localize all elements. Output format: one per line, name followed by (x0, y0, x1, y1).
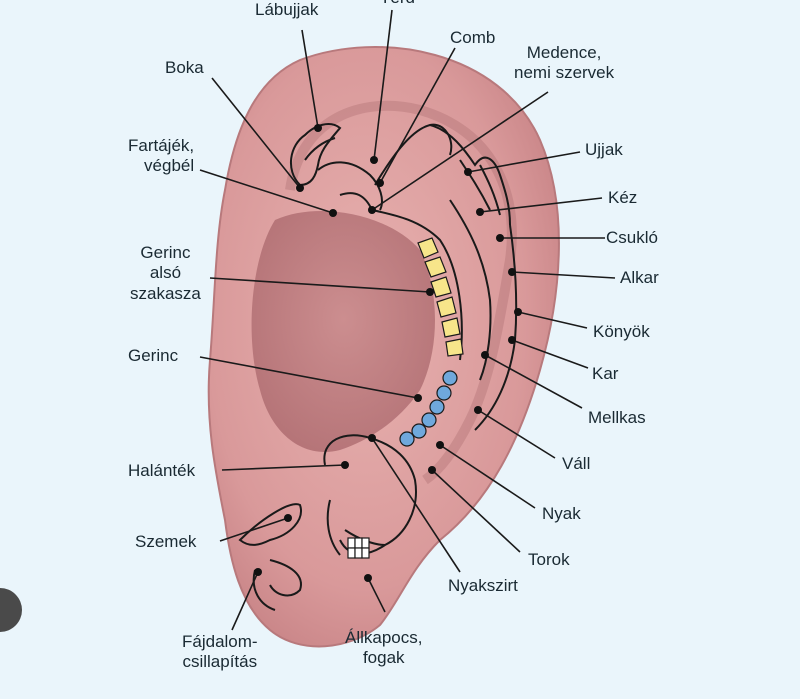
label-fartajek: Fartájék, végbél (128, 136, 194, 177)
label-fartajek-text: Fartájék, végbél (128, 136, 195, 176)
label-kar: Kar (592, 364, 619, 383)
label-nyakszirt: Nyakszirt (448, 576, 518, 595)
label-torok: Torok (528, 550, 570, 569)
label-fajdalom-text: Fájdalom- csillapítás (182, 632, 258, 672)
circle-button-icon[interactable] (0, 588, 22, 632)
label-gerinc-also-text: Gerinc alsó szakasza (130, 243, 201, 303)
teeth (347, 537, 370, 559)
lower-spine (417, 237, 464, 357)
label-terd: Térd (380, 0, 415, 8)
label-csuklo: Csukló (606, 228, 666, 248)
upper-spine (399, 370, 458, 447)
label-gerinc-also: Gerinc alsó szakasza (130, 243, 201, 304)
label-konyok: Könyök (593, 322, 650, 341)
label-kez: Kéz (608, 188, 638, 207)
label-mellkas: Mellkas (588, 408, 646, 427)
label-ujjak: Ujjak (585, 140, 623, 159)
label-alkar-text: Alkar (620, 268, 659, 287)
helix-rim (285, 100, 517, 485)
leader-lines (199, 9, 616, 631)
label-medence: Medence, nemi szervek (514, 43, 614, 84)
label-halantek: Halánték (128, 461, 196, 480)
label-boka: Boka (165, 58, 204, 77)
label-csuklo-text: Csukló (606, 228, 658, 247)
label-allkapocs-text: Állkapocs, fogak (345, 628, 423, 668)
acupoints (254, 124, 522, 582)
label-alkar: Alkar (620, 268, 665, 288)
label-nyak: Nyak (542, 504, 581, 523)
ear-concha (251, 211, 435, 452)
label-medence-text: Medence, nemi szervek (514, 43, 615, 83)
label-comb: Comb (450, 28, 496, 47)
label-szemek: Szemek (135, 532, 197, 551)
label-labujjak: Lábujjak (255, 0, 319, 19)
label-vall: Váll (562, 454, 591, 473)
label-gerinc: Gerinc (128, 346, 179, 365)
label-fajdalom: Fájdalom- csillapítás (182, 632, 258, 673)
label-allkapocs: Állkapocs, fogak (345, 628, 422, 669)
